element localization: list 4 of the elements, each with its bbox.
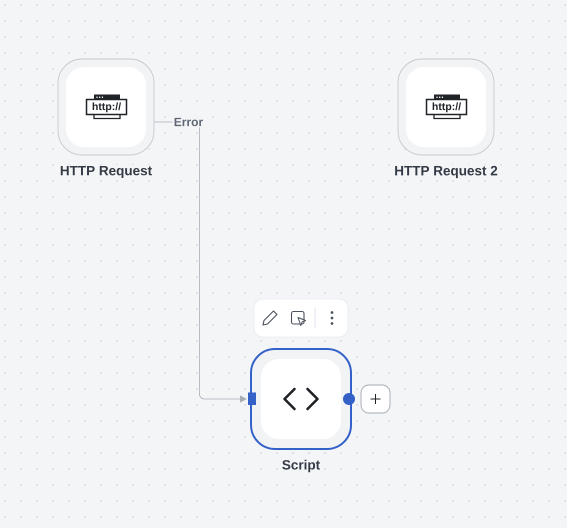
edge-label: Error xyxy=(172,116,204,128)
node-label: HTTP Request xyxy=(58,164,154,180)
node-label: Script xyxy=(280,458,322,474)
node-label: HTTP Request 2 xyxy=(393,164,499,180)
